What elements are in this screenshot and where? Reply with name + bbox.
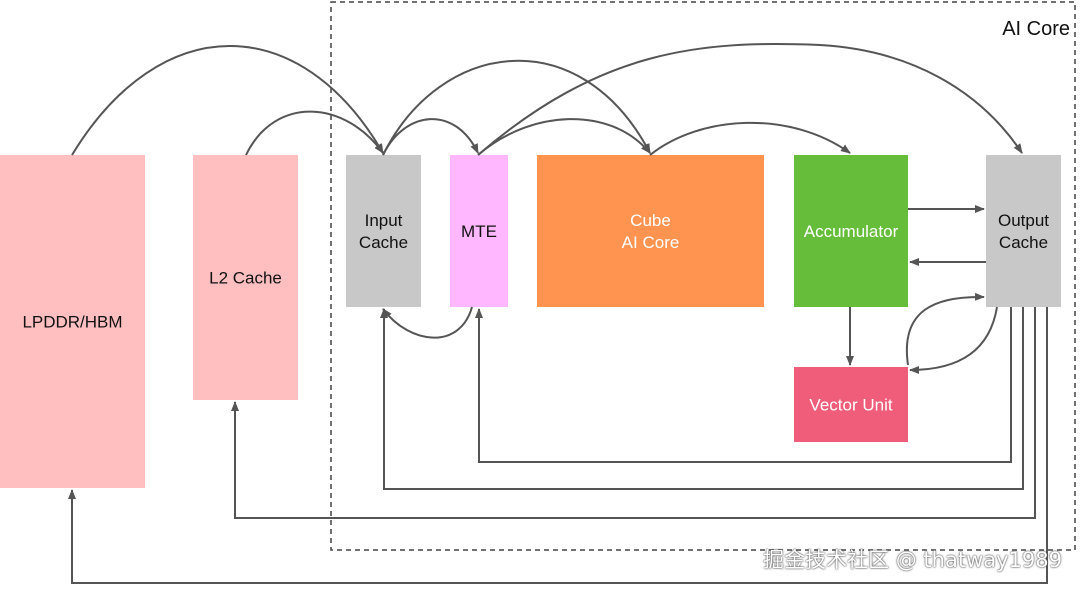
cube-ai-core-block: Cube AI Core: [537, 155, 764, 307]
accumulator-label: Accumulator: [804, 222, 899, 241]
label-line: MTE: [461, 222, 497, 241]
arrow-input-cache-to-cube: [382, 59, 651, 156]
mte-label: MTE: [461, 222, 497, 241]
arrow-mte-to-cube: [477, 118, 651, 156]
accumulator-block: Accumulator: [794, 155, 908, 307]
label-line: Output: [998, 211, 1049, 230]
watermark-text: 掘金技术社区 @ thatway1989: [763, 548, 1062, 572]
arrow-vector-unit-to-output-cache: [905, 292, 985, 366]
arrow-input-cache-to-mte: [382, 118, 479, 156]
lpddr-hbm-block: LPDDR/HBM: [0, 155, 145, 488]
label-line: L2 Cache: [209, 269, 282, 288]
label-line: Cache: [999, 233, 1048, 252]
ai-core-boundary: [330, 1, 1076, 551]
label-line: AI Core: [622, 233, 680, 252]
arrow-mte-to-input-cache: [382, 306, 473, 339]
l2-label: L2 Cache: [209, 269, 282, 288]
arrow-output-cache-to-mte-return: [475, 307, 1012, 463]
arrow-cube-to-accumulator: [649, 121, 851, 156]
vector-unit-label: Vector Unit: [809, 396, 892, 415]
arrows-layer: [68, 43, 1048, 584]
arrow-output-cache-to-input-cache-return: [380, 307, 1024, 490]
ai-core-label: AI Core: [1002, 18, 1070, 40]
arrow-l2-to-input-cache: [245, 110, 384, 156]
arrow-output-cache-to-l2-return: [231, 307, 1036, 519]
arrow-mte-to-output-cache: [477, 43, 1023, 156]
label-line: Cube: [630, 211, 671, 230]
label-line: Input: [365, 211, 403, 230]
mte-block: MTE: [450, 155, 508, 307]
cube-label: Cube AI Core: [622, 211, 680, 252]
lpddr-label: LPDDR/HBM: [22, 313, 122, 332]
arrow-lpddr-to-input-cache: [71, 45, 384, 156]
vector-unit-block: Vector Unit: [794, 367, 908, 442]
label-line: LPDDR/HBM: [22, 313, 122, 332]
label-line: Cache: [359, 233, 408, 252]
label-line: Accumulator: [804, 222, 899, 241]
arrow-output-cache-to-vector-unit: [909, 306, 998, 374]
l2-cache-block: L2 Cache: [193, 155, 298, 400]
arrow-output-cache-to-lpddr-return: [68, 307, 1048, 584]
label-line: Vector Unit: [809, 396, 892, 415]
